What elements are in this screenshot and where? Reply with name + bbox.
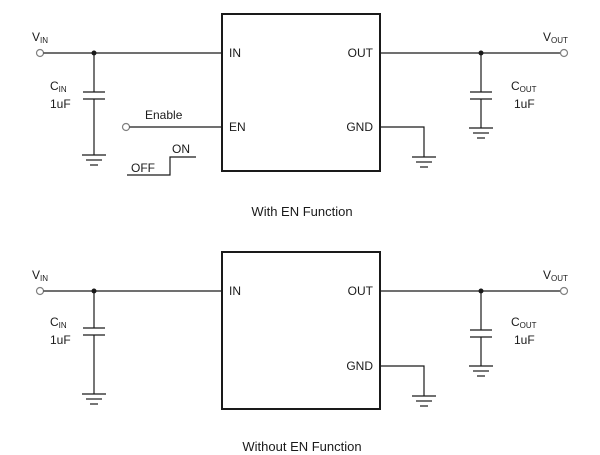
regulator-chip bbox=[221, 251, 381, 410]
input-capacitor bbox=[83, 53, 105, 155]
vin-label: VIN bbox=[32, 30, 48, 45]
ground-symbol bbox=[469, 365, 493, 377]
circuit-without-en: VIN VOUT CIN 1uF COUT 1uF IN OUT GND Wit… bbox=[32, 251, 569, 454]
gnd-wire bbox=[380, 365, 425, 396]
pin-in-label: IN bbox=[229, 46, 241, 60]
cin-value: 1uF bbox=[50, 97, 71, 111]
switch-on-label: ON bbox=[172, 142, 190, 156]
gnd-wire bbox=[380, 126, 425, 157]
pin-out-label: OUT bbox=[348, 284, 374, 298]
pin-gnd-label: GND bbox=[346, 120, 373, 134]
vout-terminal bbox=[559, 48, 569, 58]
pin-out-label: OUT bbox=[348, 46, 374, 60]
cout-value: 1uF bbox=[514, 97, 535, 111]
pin-gnd-label: GND bbox=[346, 359, 373, 373]
caption-with-en: With EN Function bbox=[251, 204, 352, 219]
switch-off-label: OFF bbox=[131, 161, 155, 175]
enable-terminal bbox=[121, 122, 131, 132]
cin-label: CIN bbox=[50, 79, 67, 94]
circuit-with-en: VIN VOUT CIN 1uF COUT 1uF IN EN OUT GND … bbox=[32, 13, 569, 219]
ground-symbol bbox=[412, 395, 436, 407]
ground-symbol bbox=[412, 156, 436, 168]
ground-symbol bbox=[469, 127, 493, 139]
vin-label: VIN bbox=[32, 268, 48, 283]
cout-value: 1uF bbox=[514, 333, 535, 347]
ground-symbol bbox=[82, 154, 106, 166]
regulator-chip bbox=[221, 13, 381, 172]
cout-label: COUT bbox=[511, 79, 537, 94]
enable-label: Enable bbox=[145, 108, 183, 122]
vin-terminal bbox=[35, 48, 45, 58]
vout-label: VOUT bbox=[543, 30, 568, 45]
enable-step-waveform bbox=[127, 156, 196, 176]
output-capacitor bbox=[470, 53, 492, 128]
pin-in-label: IN bbox=[229, 284, 241, 298]
vout-label: VOUT bbox=[543, 268, 568, 283]
cout-label: COUT bbox=[511, 315, 537, 330]
input-capacitor bbox=[83, 291, 105, 394]
vin-terminal bbox=[35, 286, 45, 296]
output-capacitor bbox=[470, 291, 492, 366]
caption-without-en: Without EN Function bbox=[242, 439, 361, 454]
pin-en-label: EN bbox=[229, 120, 246, 134]
ground-symbol bbox=[82, 393, 106, 405]
vout-terminal bbox=[559, 286, 569, 296]
cin-value: 1uF bbox=[50, 333, 71, 347]
cin-label: CIN bbox=[50, 315, 67, 330]
